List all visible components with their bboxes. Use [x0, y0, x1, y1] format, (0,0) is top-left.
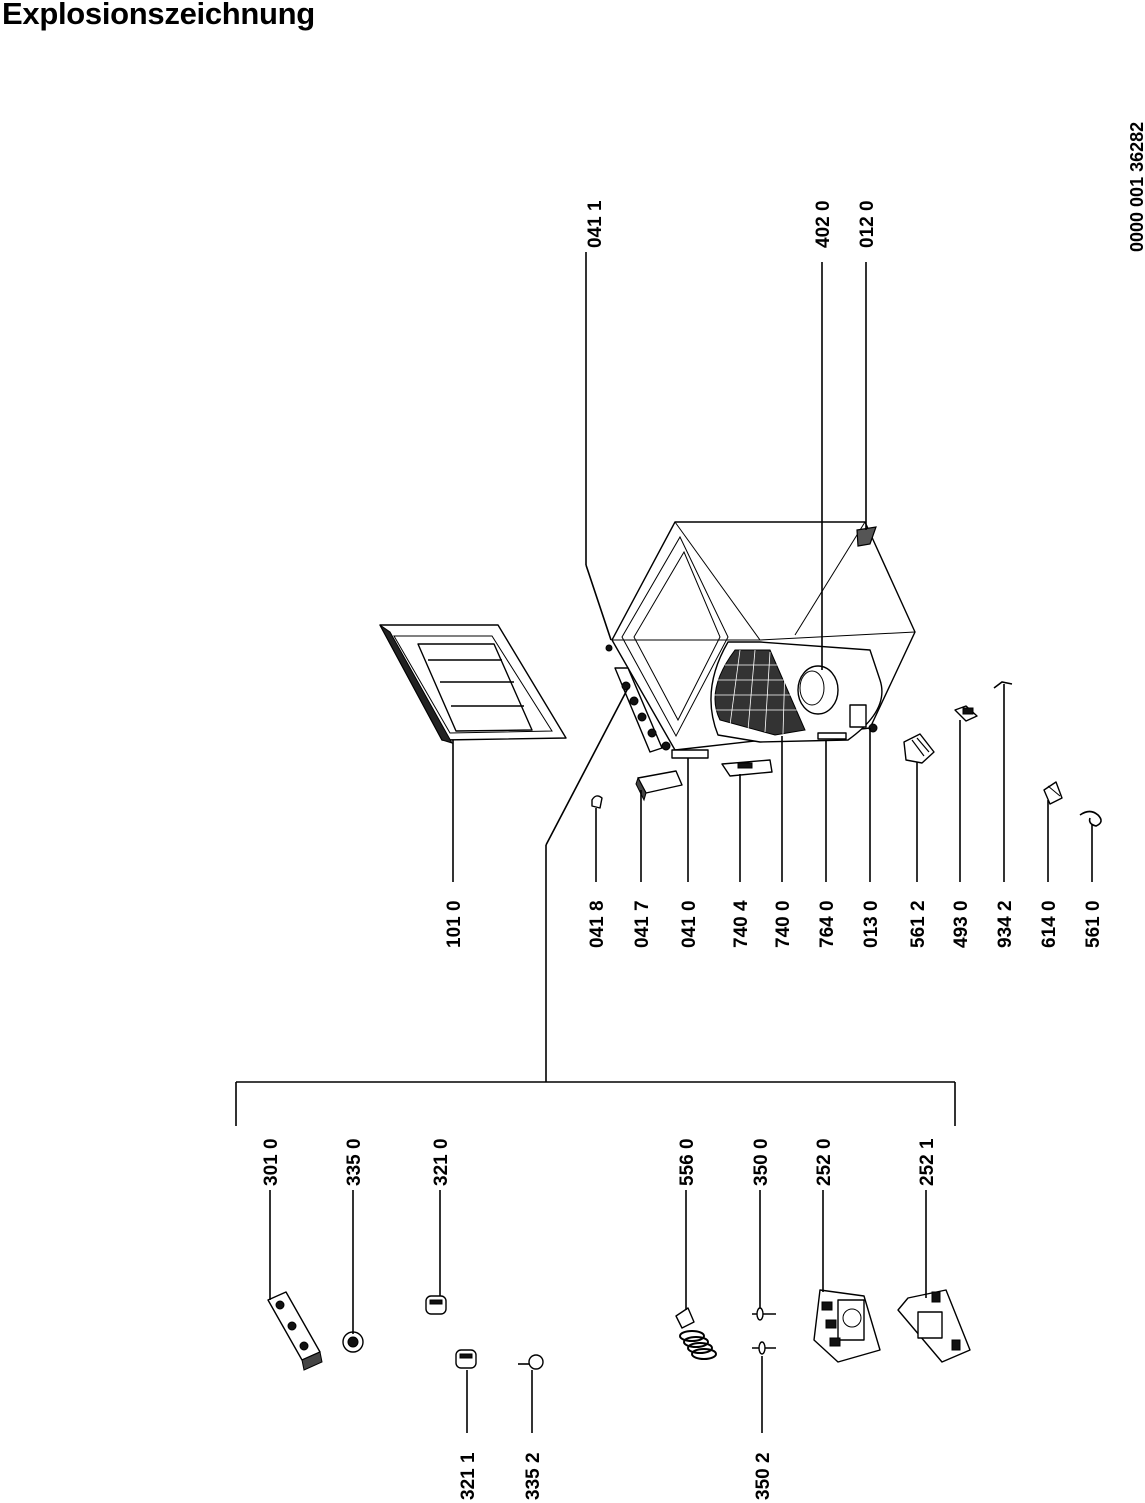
label-321-0: 321 0: [431, 1138, 452, 1186]
label-041-7: 041 7: [632, 900, 653, 948]
label-556-0: 556 0: [677, 1138, 698, 1186]
label-252-0: 252 0: [814, 1138, 835, 1186]
label-764-0: 764 0: [817, 900, 838, 948]
label-041-0: 041 0: [679, 900, 700, 948]
label-402-0: 402 0: [813, 200, 834, 248]
label-335-2: 335 2: [523, 1452, 544, 1500]
label-493-0: 493 0: [951, 900, 972, 948]
part-labels: 041 1 402 0 012 0 101 0 041 8 041 7 041 …: [261, 200, 1104, 1500]
part-740-4-drawing: [721, 759, 773, 777]
condenser-grid: [712, 649, 806, 736]
label-012-0: 012 0: [857, 200, 878, 248]
part-335-2-drawing: [518, 1354, 544, 1370]
label-041-1: 041 1: [585, 200, 606, 248]
part-252-0-drawing: [813, 1289, 881, 1363]
part-561-2-drawing: [903, 733, 935, 764]
label-561-0: 561 0: [1083, 900, 1104, 948]
label-041-8: 041 8: [587, 900, 608, 948]
part-335-0-drawing: [342, 1331, 364, 1353]
part-321-1-drawing: [455, 1349, 477, 1369]
compressor: [797, 665, 839, 715]
label-740-0: 740 0: [773, 900, 794, 948]
part-493-0-drawing: [954, 705, 978, 722]
label-561-2: 561 2: [908, 900, 929, 948]
label-321-1: 321 1: [458, 1452, 479, 1500]
part-350-2-drawing: [752, 1341, 776, 1355]
label-934-2: 934 2: [995, 900, 1016, 948]
part-934-2-drawing: [993, 681, 1013, 700]
label-013-0: 013 0: [861, 900, 882, 948]
part-350-0-drawing: [752, 1307, 776, 1321]
part-301-0-drawing: [267, 1291, 323, 1371]
part-041-8-drawing: [591, 795, 603, 809]
part-561-0-drawing: [1079, 810, 1102, 827]
label-101-0: 101 0: [444, 900, 465, 948]
label-614-0: 614 0: [1039, 900, 1060, 948]
document-number: 0000 001 36282: [1127, 122, 1145, 252]
label-335-0: 335 0: [344, 1138, 365, 1186]
part-321-0-drawing: [425, 1295, 447, 1315]
part-252-1-drawing: [897, 1289, 971, 1363]
part-614-0-drawing: [1043, 781, 1063, 805]
door-drawing: [379, 624, 567, 744]
capillary-tube: [817, 732, 847, 740]
label-350-2: 350 2: [753, 1452, 774, 1500]
label-350-0: 350 0: [751, 1138, 772, 1186]
cabinet-drawing: [605, 521, 916, 759]
label-301-0: 301 0: [261, 1138, 282, 1186]
leader-lines: [235, 252, 1093, 1433]
label-740-4: 740 4: [731, 900, 752, 948]
label-252-1: 252 1: [917, 1138, 938, 1186]
page-title: Explosionszeichnung: [2, 0, 315, 31]
part-556-0-drawing: [675, 1307, 717, 1360]
part-041-7-drawing: [635, 770, 683, 802]
